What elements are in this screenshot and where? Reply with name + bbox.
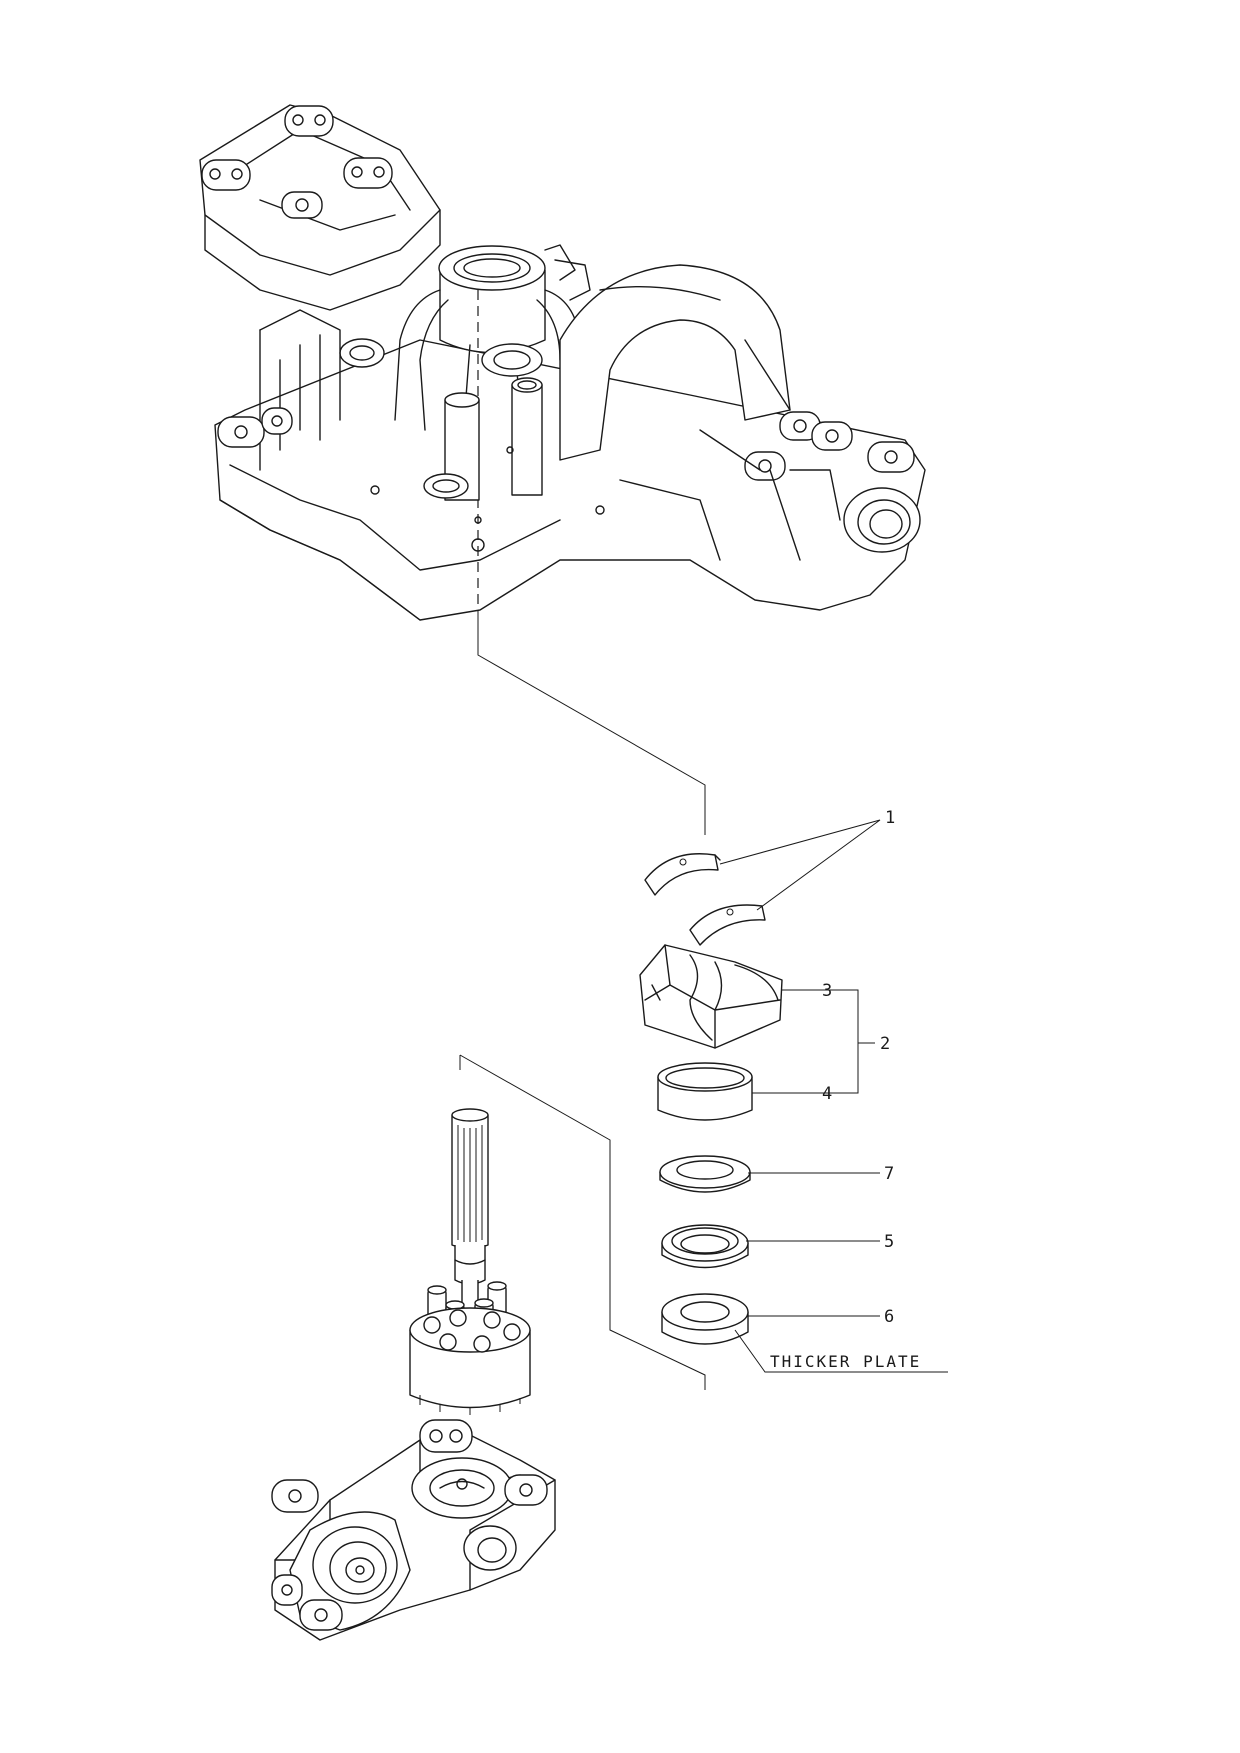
callout-lines [734, 989, 948, 1373]
mounting-lug-10 [867, 441, 915, 473]
swash-block [639, 944, 783, 1049]
callout-label-3: 3 [822, 981, 832, 1001]
thicker-plate-washer [661, 1293, 749, 1345]
callout-label-5: 5 [884, 1232, 894, 1252]
transaxle-housing [199, 104, 926, 621]
mounting-lug-9 [811, 421, 853, 451]
mounting-lug-1 [284, 105, 334, 137]
mounting-lug-2 [201, 159, 251, 191]
center-section [271, 1419, 556, 1641]
mounting-lug-3 [343, 157, 393, 189]
bushing-ring [657, 1062, 753, 1121]
pump-shaft-with-cylinder-block [409, 1108, 531, 1415]
washer [659, 1155, 751, 1193]
bearing-half-shells [644, 819, 881, 946]
oil-seal [661, 1224, 749, 1269]
callout-label-1: 1 [885, 808, 895, 828]
mounting-lug-7 [744, 451, 786, 481]
mounting-lug-6 [261, 407, 293, 435]
thicker-plate-note: THICKER PLATE [770, 1352, 921, 1371]
mounting-lug-8 [779, 411, 821, 441]
mounting-lug-5 [217, 416, 265, 448]
assembly-leader-upper [477, 610, 706, 835]
callout-label-7: 7 [884, 1164, 894, 1184]
assembly-leader-lower [459, 1054, 706, 1390]
mounting-lug-4 [281, 191, 323, 219]
callout-label-2: 2 [880, 1034, 890, 1054]
callout-label-4: 4 [822, 1084, 832, 1104]
callout-label-6: 6 [884, 1307, 894, 1327]
